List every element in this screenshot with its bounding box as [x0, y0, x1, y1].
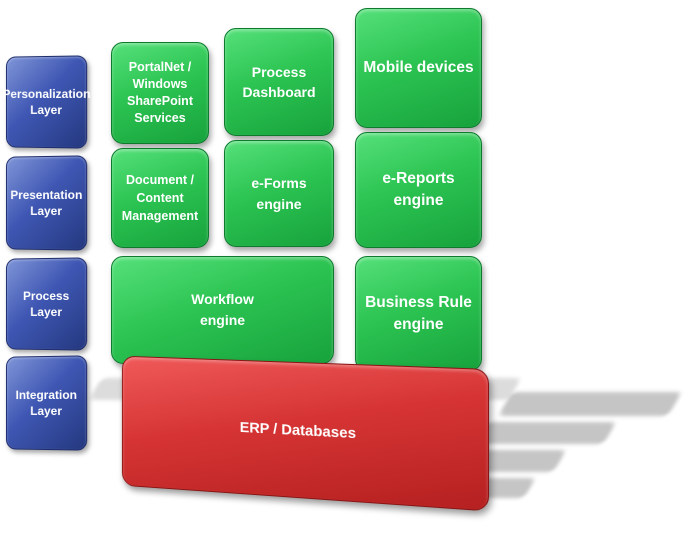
eforms-engine-box: e-Forms engine	[224, 140, 334, 247]
ground-shadow-upper	[473, 422, 617, 444]
business-rule-engine-box: Business Rule engine	[355, 256, 482, 371]
portalnet-sharepoint-box: PortalNet / Windows SharePoint Services	[111, 42, 209, 144]
document-content-management-box: Document / Content Management	[111, 148, 209, 248]
personalization-layer-label: Personalization Layer	[3, 55, 91, 149]
integration-layer-label: Integration Layer	[5, 355, 88, 451]
presentation-layer-label: Presentation Layer	[5, 155, 88, 251]
workflow-engine-box: Workflow engine	[111, 256, 334, 364]
ereports-engine-box: e-Reports engine	[355, 132, 482, 248]
process-layer-label: Process Layer	[5, 257, 88, 351]
mobile-devices-box: Mobile devices	[355, 8, 482, 128]
erp-databases-box: ERP / Databases	[121, 355, 490, 512]
process-dashboard-box: Process Dashboard	[224, 28, 334, 136]
ground-shadow-top	[498, 392, 682, 416]
